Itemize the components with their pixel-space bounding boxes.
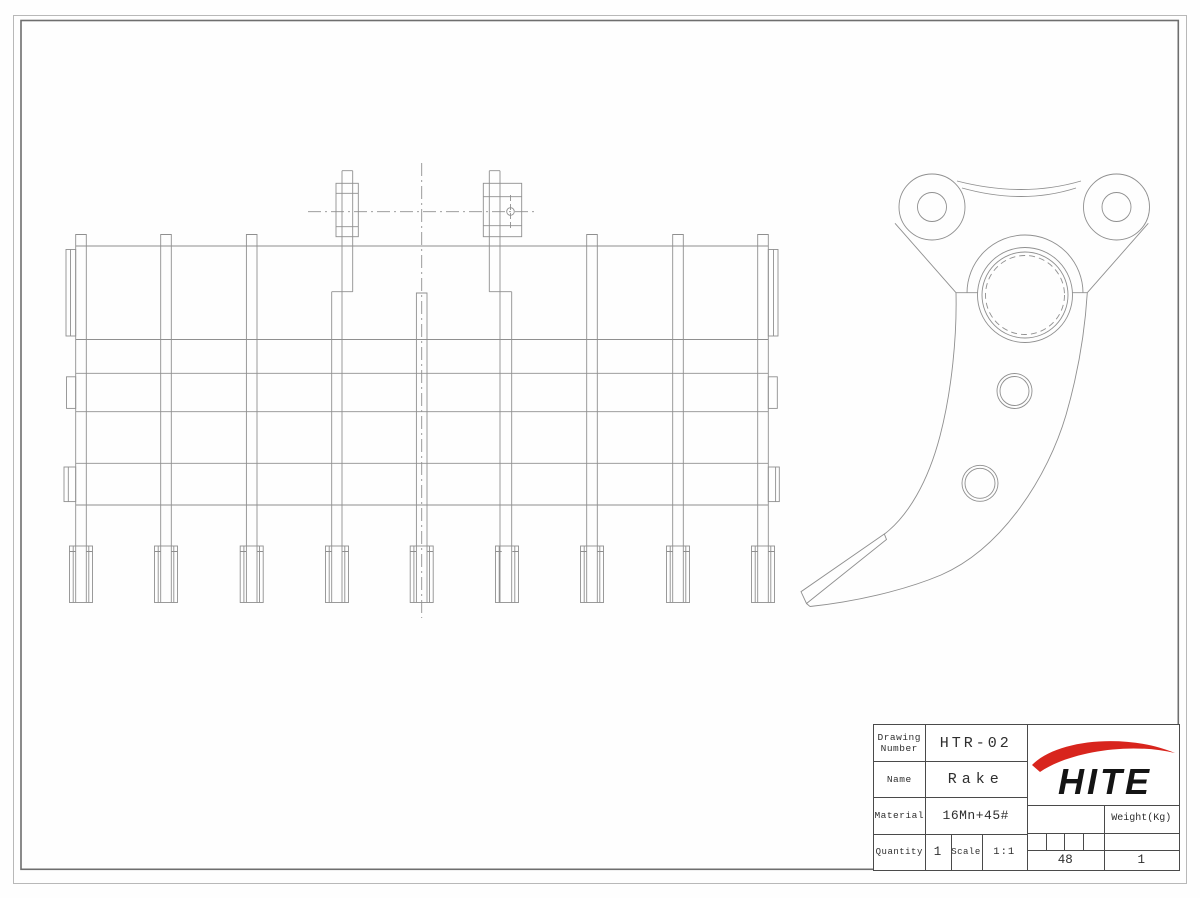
material-label: Material [874, 810, 925, 821]
views [63, 163, 1150, 618]
pin-boss-right [1083, 173, 1150, 241]
weight-label: Weight(Kg) [1111, 813, 1172, 825]
tines [75, 234, 769, 603]
logo-swoosh-icon [1032, 741, 1175, 772]
quantity-value: 1 [933, 845, 942, 859]
quantity-label: Quantity [875, 847, 923, 857]
claw-hole-upper [996, 373, 1033, 409]
claw-hole-lower [961, 464, 999, 502]
pipe-cross-section [977, 247, 1073, 343]
weight-left-value: 48 [1057, 853, 1073, 868]
drawing-number-value: HTR-02 [939, 734, 1012, 752]
bracket-plate [894, 180, 1149, 294]
name-value: Rake [947, 770, 1004, 788]
mounting-lug-right [482, 170, 523, 603]
front-view [63, 163, 780, 618]
company-logo: HITE [1027, 725, 1179, 805]
scale-value: 1:1 [993, 846, 1016, 858]
sheet-frame [13, 15, 1187, 884]
wear-strip [800, 533, 888, 605]
pin-boss-left [898, 173, 966, 241]
centerlines [308, 163, 537, 618]
scale-label: Scale [951, 847, 981, 857]
main-beam [75, 245, 769, 340]
claw-body [800, 292, 1088, 607]
mounting-lug-left [331, 170, 359, 603]
weight-right-value: 1 [1137, 853, 1145, 868]
material-value: 16Mn+45# [942, 808, 1009, 823]
side-view [800, 173, 1150, 607]
drawing-number-label: Drawing Number [874, 725, 925, 761]
hite-logo-icon: HITE [1032, 741, 1175, 802]
title-block: Drawing Number HTR-02 Name Rake Material… [873, 724, 1180, 871]
drawing-label-line2: Number [880, 743, 918, 754]
drawing-label-line1: Drawing [877, 732, 921, 743]
name-label: Name [886, 773, 912, 785]
center-tine [415, 292, 428, 603]
logo-text: HITE [1058, 761, 1152, 802]
